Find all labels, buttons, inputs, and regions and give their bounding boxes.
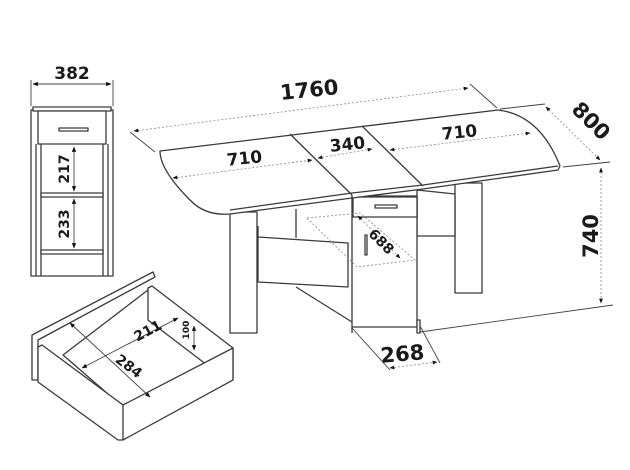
dim-overall-length: 1760: [279, 75, 340, 105]
dim-center-section: 340: [329, 133, 367, 157]
dim-upper-shelf-height: 217: [57, 154, 73, 183]
dim-cabinet-width: 382: [54, 64, 90, 84]
right-leg-panel: [454, 182, 483, 294]
drawer-back-panel: [31, 271, 156, 381]
drawer-box: [31, 271, 234, 441]
dim-left-leaf: 710: [226, 147, 264, 171]
dim-drawer-inner-height: 100: [182, 321, 192, 340]
dim-right-leaf: 710: [441, 121, 479, 145]
left-fold-line: [289, 133, 353, 196]
opened-drawer-outline: [306, 212, 416, 268]
left-swing-support: [257, 236, 349, 288]
cabinet-front-view: [30, 80, 114, 277]
drawer-handle-icon: [374, 204, 398, 209]
right-swing-support: [416, 189, 456, 237]
right-fold-line: [361, 125, 424, 187]
front-drawer-handle-icon: [58, 127, 89, 132]
table-dimension-lines: [129, 83, 614, 371]
shelf-upper: [40, 192, 104, 198]
dim-cabinet-depth: 268: [380, 340, 426, 368]
shelf-lower: [40, 249, 104, 255]
dim-lower-shelf-height: 233: [57, 209, 73, 238]
left-leg-panel: [229, 211, 258, 334]
dim-depth: 800: [567, 97, 615, 145]
dim-height: 740: [579, 214, 603, 258]
drawer-front-side: [37, 344, 234, 441]
